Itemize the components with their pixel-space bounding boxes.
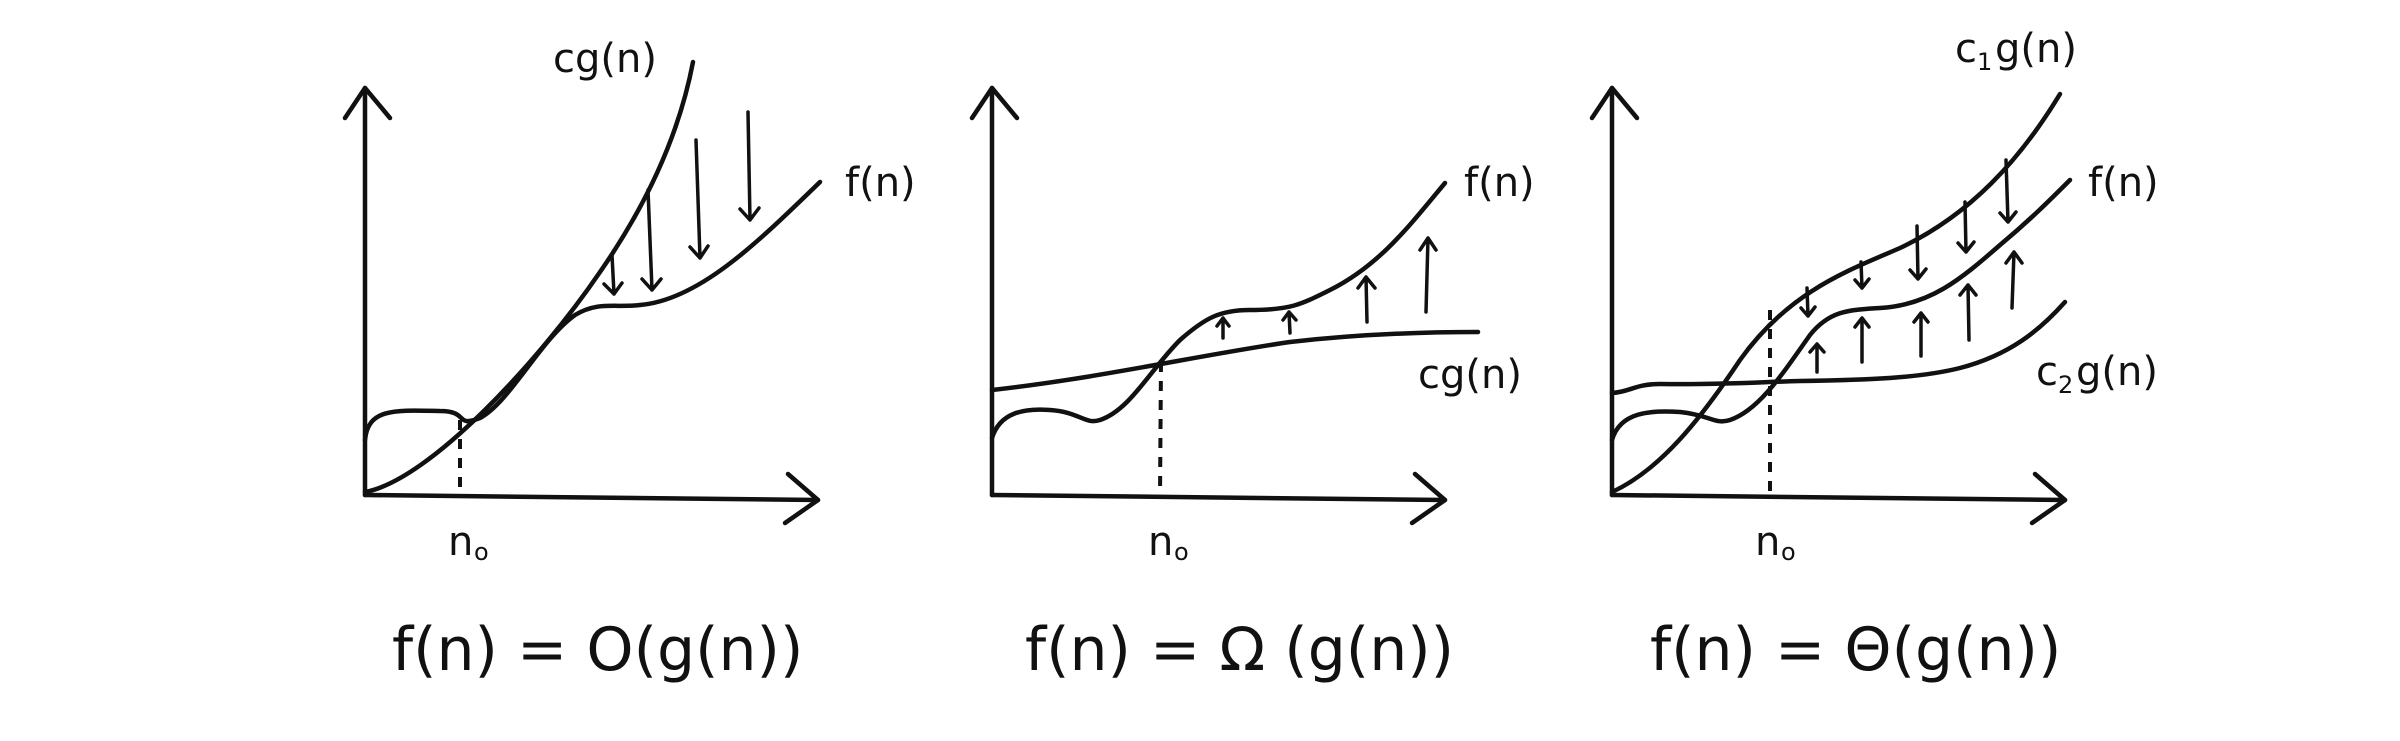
panel-big-omega: f(n) cg(n) n o f(n) = Ω (g(n)): [969, 85, 1535, 685]
n0-subscript: o: [1781, 538, 1796, 566]
x-axis-arrowhead: [1409, 471, 1448, 526]
c1g-label: c 1 g(n): [1955, 26, 2077, 76]
x-axis: [362, 492, 821, 503]
c1g-label-subscript: 1: [1977, 48, 1992, 76]
c2g-label-c: c: [2036, 349, 2058, 395]
n0-label: n: [1755, 519, 1780, 565]
caption-big-theta: f(n) = Θ(g(n)): [1650, 615, 2061, 685]
n0-subscript: o: [474, 538, 489, 566]
cg-label: cg(n): [1418, 352, 1522, 398]
c1g-label-g: g(n): [1995, 26, 2077, 72]
n0-label: n: [1148, 519, 1173, 565]
n0-label: n: [448, 519, 473, 565]
f-label: f(n): [845, 160, 916, 206]
upward-arrows: [1215, 236, 1438, 340]
f-curve: [1609, 177, 2073, 443]
c2g-curve: [1609, 299, 2068, 396]
f-curve: [362, 179, 823, 443]
cg-label: cg(n): [553, 36, 657, 82]
panel-big-theta: c 1 g(n) f(n) c 2 g(n) n o f(n) = Θ(g(n)…: [1589, 26, 2159, 685]
c1g-curve: [1609, 91, 2063, 495]
y-axis-arrowhead: [342, 85, 393, 121]
y-axis-arrowhead: [969, 85, 1020, 121]
c2g-label-g: g(n): [2076, 349, 2158, 395]
n0-dashed-line: [1158, 361, 1163, 498]
cg-curve: [989, 329, 1481, 393]
upward-arrows: [1808, 250, 2024, 374]
n0-subscript: o: [1174, 538, 1189, 566]
downward-arrows: [602, 110, 761, 296]
caption-big-omega: f(n) = Ω (g(n)): [1025, 615, 1454, 685]
c2g-label-subscript: 2: [2058, 371, 2073, 399]
y-axis-arrowhead: [1589, 85, 1640, 121]
f-label: f(n): [1464, 160, 1535, 206]
cg-curve: [362, 59, 696, 495]
c1g-label-c: c: [1955, 26, 1977, 72]
caption-big-o: f(n) = O(g(n)): [392, 615, 803, 685]
x-axis: [989, 492, 1448, 503]
downward-arrows: [1799, 158, 2018, 318]
panel-big-o: cg(n) f(n) n o f(n) = O(g(n)): [342, 36, 916, 685]
f-label: f(n): [2088, 160, 2159, 206]
f-curve: [989, 180, 1448, 441]
x-axis: [1609, 492, 2068, 503]
c2g-label: c 2 g(n): [2036, 349, 2158, 399]
x-axis-arrowhead: [2029, 471, 2068, 526]
x-axis-arrowhead: [782, 471, 821, 526]
